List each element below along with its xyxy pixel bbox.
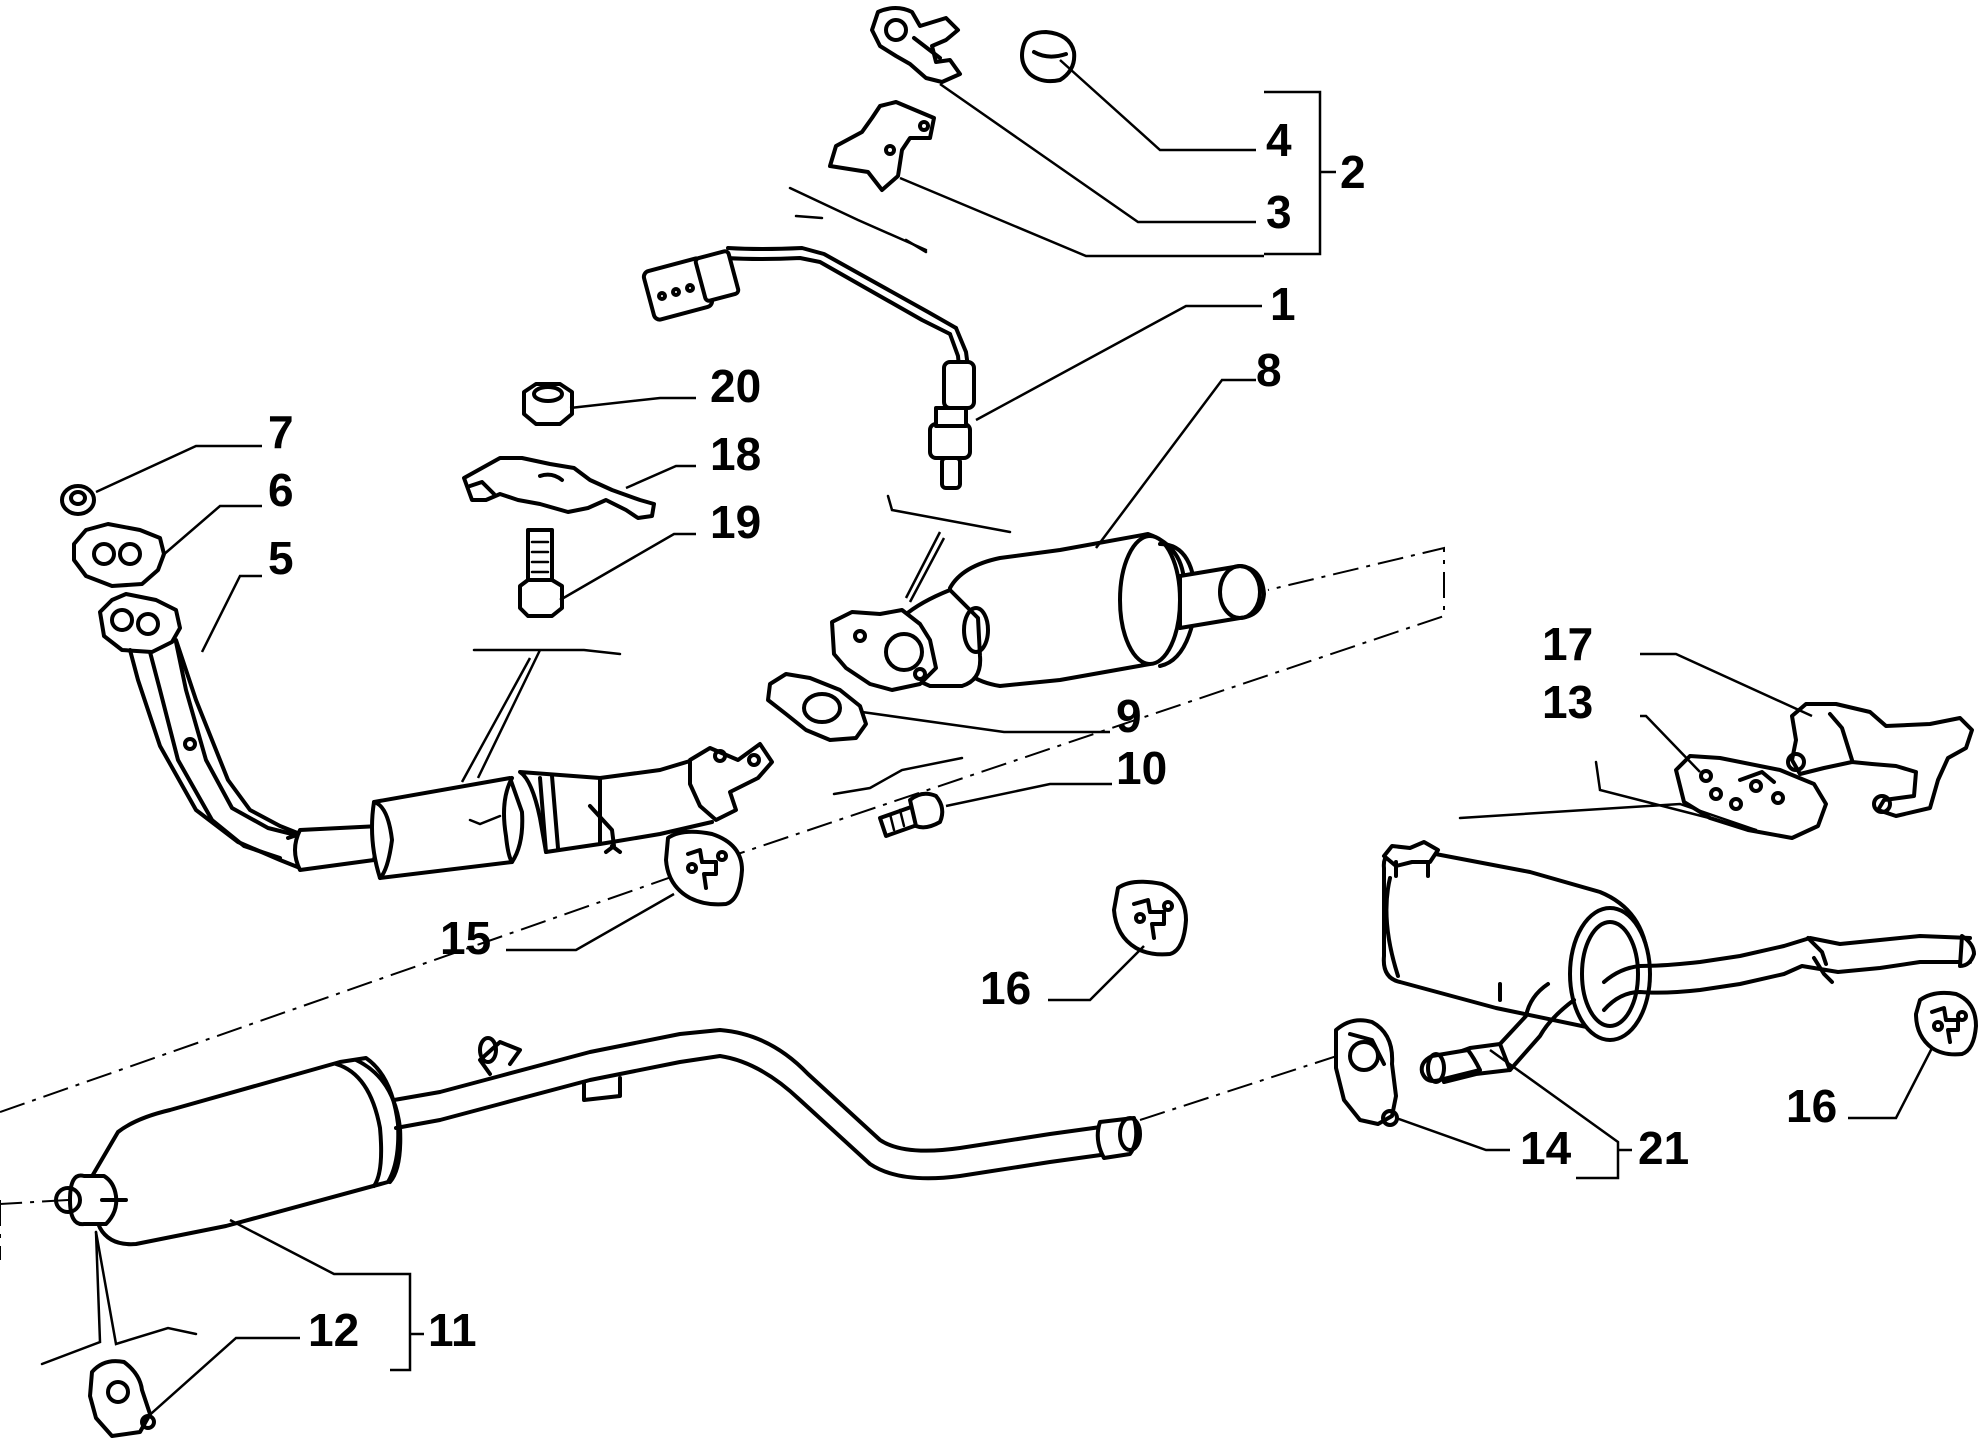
callout-15: 15 (440, 912, 491, 964)
rubber-hanger-16b-part (1914, 990, 1978, 1057)
gasket-9-part (766, 672, 868, 742)
bolt-10-part (832, 756, 964, 838)
callout-3: 3 (1266, 186, 1292, 238)
nut-part (60, 484, 96, 516)
rear-silencer-part (1381, 760, 1976, 1084)
rubber-hanger-16a-part (1112, 879, 1188, 957)
callout-16-rear: 16 (1786, 1080, 1837, 1132)
callout-18: 18 (710, 428, 761, 480)
callout-8: 8 (1256, 344, 1282, 396)
nut-20-part (522, 382, 574, 426)
bracket-14-part (1334, 1018, 1399, 1127)
sensor-bracket-part (828, 100, 936, 192)
callout-13: 13 (1542, 676, 1593, 728)
sensor-clamp-part (870, 6, 962, 84)
bracket-12-part (40, 1230, 198, 1438)
callout-17: 17 (1542, 618, 1593, 670)
rubber-hanger-15-part (664, 829, 744, 907)
catalytic-converter-part (830, 494, 1266, 692)
lambda-sensor-part (641, 186, 976, 490)
callout-16: 16 (980, 962, 1031, 1014)
callout-5: 5 (268, 532, 294, 584)
callout-10: 10 (1116, 742, 1167, 794)
front-pipe-part (98, 592, 774, 880)
gasket-part (72, 522, 166, 588)
callout-1: 1 (1270, 278, 1296, 330)
centre-silencer-pipe-part (54, 1028, 1142, 1247)
callout-21: 21 (1638, 1122, 1689, 1174)
stud-bolt-part (518, 528, 564, 618)
callout-19: 19 (710, 496, 761, 548)
callout-labels: 1 2 3 4 5 6 7 8 9 10 11 12 13 14 15 16 1… (268, 114, 1837, 1356)
heat-shield-bracket-part (462, 456, 656, 520)
callout-4: 4 (1266, 114, 1292, 166)
rubber-mount-13-part (1674, 754, 1828, 840)
plug-cap-part (1020, 30, 1077, 84)
callout-14: 14 (1520, 1122, 1572, 1174)
callout-2: 2 (1340, 146, 1366, 198)
callout-11: 11 (428, 1304, 477, 1356)
leader-lines (95, 59, 1934, 1421)
callout-20: 20 (710, 360, 761, 412)
callout-12: 12 (308, 1304, 359, 1356)
hanger-bracket-17-part (1786, 702, 1974, 818)
callout-9: 9 (1116, 690, 1142, 742)
callout-6: 6 (268, 464, 294, 516)
callout-7: 7 (268, 406, 294, 458)
